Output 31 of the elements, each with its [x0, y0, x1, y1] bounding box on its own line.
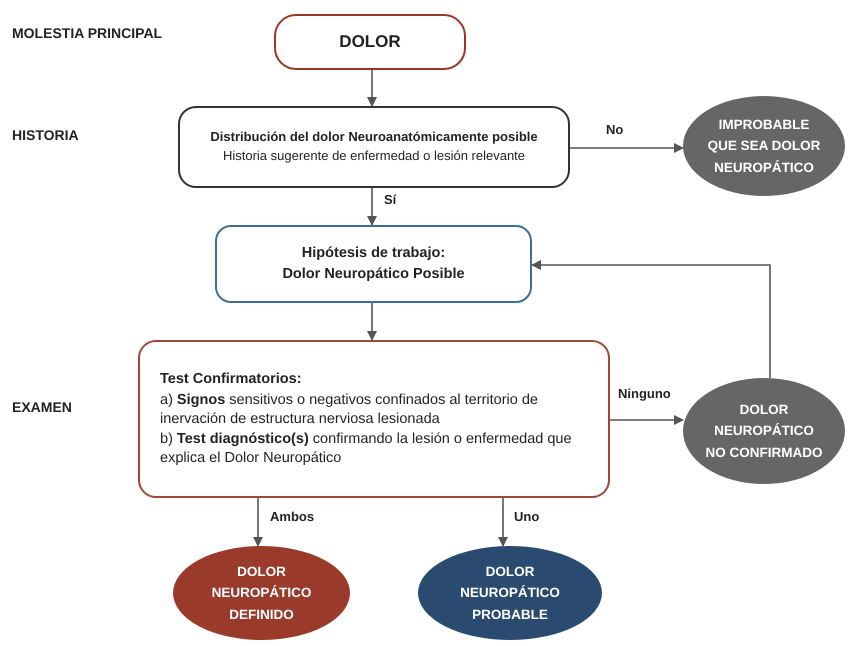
edge-label: Sí: [382, 192, 398, 207]
arrow: [367, 303, 377, 341]
start-box: [274, 14, 466, 70]
edge-label: No: [604, 122, 626, 137]
process-box: [178, 106, 570, 188]
arrow: [531, 260, 771, 378]
section-label: EXAMEN: [12, 399, 72, 415]
edge-label: Ambos: [268, 509, 316, 524]
outcome-text: DOLOR NEUROPÁTICO PROBABLE: [459, 562, 561, 624]
outcome-text: DOLOR NEUROPÁTICO DEFINIDO: [210, 562, 312, 624]
process-box: [138, 340, 610, 498]
outcome-text: DOLOR NEUROPÁTICO NO CONFIRMADO: [705, 400, 823, 462]
box-text: Hipótesis de trabajo:: [302, 244, 446, 263]
edge-label: Ninguno: [616, 386, 673, 401]
arrow: [498, 498, 508, 547]
section-label: HISTORIA: [12, 127, 79, 143]
section-label: MOLESTIA PRINCIPAL: [12, 25, 162, 41]
box-text: Test Confirmatorios:: [160, 370, 302, 389]
process-box: [215, 225, 532, 303]
box-text: b) Test diagnóstico(s) confirmando la lesión o enfermedad que explica el Dolor Neuropático: [160, 430, 573, 468]
arrow: [253, 498, 263, 547]
arrow: [367, 70, 377, 107]
outcome-text: IMPROBABLE QUE SEA DOLOR NEUROPÁTICO: [706, 116, 822, 177]
box-text: Historia sugerente de enfermedad o lesión relevante: [222, 148, 526, 165]
arrow: [367, 188, 377, 226]
edge-label: Uno: [512, 509, 542, 524]
box-text: DOLOR: [339, 30, 401, 53]
box-text: Distribución del dolor Neuroanatómicamente posible: [210, 129, 538, 146]
arrow: [570, 143, 684, 153]
box-text: Dolor Neuropático Posible: [282, 265, 465, 284]
arrow: [610, 415, 684, 425]
